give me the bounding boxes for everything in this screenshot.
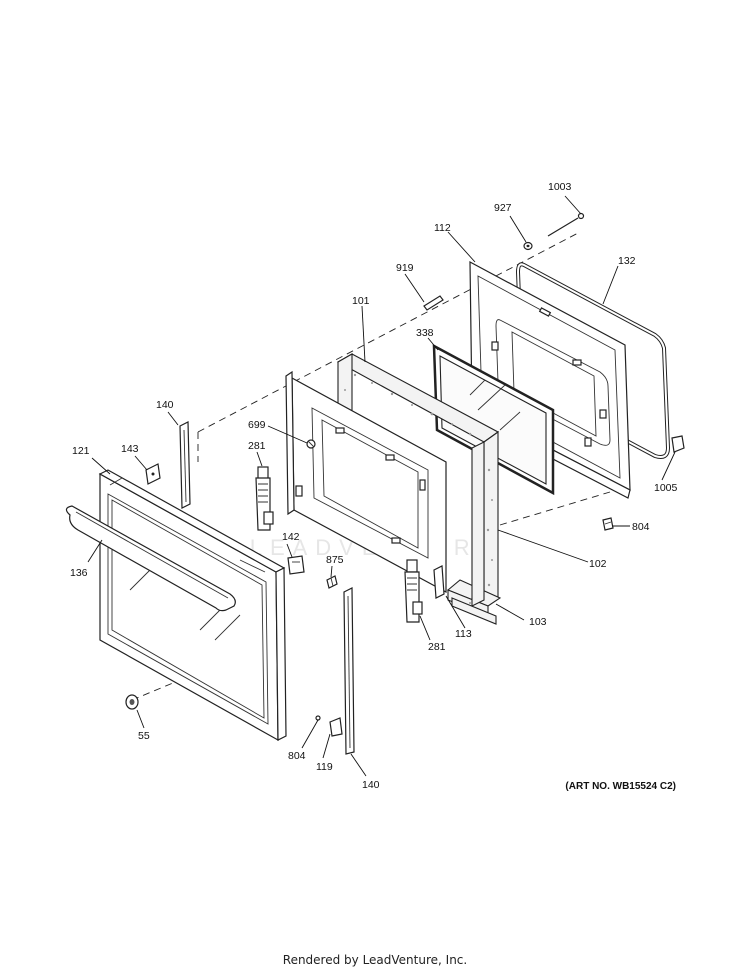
callout-132[interactable]: 132 — [618, 255, 636, 267]
screw-699[interactable] — [306, 439, 316, 449]
callout-140-lower[interactable]: 140 — [362, 779, 380, 791]
bracket-143[interactable] — [145, 463, 161, 485]
screw-875[interactable] — [326, 575, 338, 589]
callout-121[interactable]: 121 — [72, 445, 90, 457]
callout-142[interactable]: 142 — [282, 531, 300, 543]
callout-103[interactable]: 103 — [529, 616, 547, 628]
callout-leaders — [87, 195, 676, 777]
bracket-142[interactable] — [287, 555, 305, 575]
screw-804-lower[interactable] — [315, 715, 321, 721]
pin-919[interactable] — [423, 295, 444, 311]
callout-102[interactable]: 102 — [589, 558, 607, 570]
callout-804-right[interactable]: 804 — [632, 521, 650, 533]
washer-927[interactable] — [523, 241, 533, 251]
bumper-1005[interactable] — [671, 435, 685, 453]
callout-875[interactable]: 875 — [326, 554, 344, 566]
callout-labels: 1003 927 112 132 919 101 338 140 699 281… — [70, 181, 678, 791]
channel-113[interactable] — [433, 565, 445, 599]
outer-door-121[interactable] — [98, 469, 287, 742]
door-handle-136[interactable] — [65, 505, 236, 612]
callout-55[interactable]: 55 — [138, 730, 150, 742]
callout-136[interactable]: 136 — [70, 567, 88, 579]
bracket-119[interactable] — [329, 717, 343, 737]
callout-140-upper[interactable]: 140 — [156, 399, 174, 411]
callout-1005[interactable]: 1005 — [654, 482, 678, 494]
callout-101[interactable]: 101 — [352, 295, 370, 307]
channel-140-upper[interactable] — [179, 421, 191, 509]
callout-112[interactable]: 112 — [434, 222, 451, 234]
insulation-102[interactable] — [471, 441, 485, 607]
door-liner-frame[interactable] — [285, 370, 447, 594]
insulation-103[interactable] — [451, 597, 497, 625]
screw-1003[interactable] — [547, 212, 585, 237]
callout-143[interactable]: 143 — [121, 443, 139, 455]
callout-113[interactable]: 113 — [455, 628, 472, 640]
hinge-281-right[interactable] — [404, 559, 423, 623]
callout-927[interactable]: 927 — [494, 202, 512, 214]
channel-140-lower[interactable] — [343, 587, 355, 755]
callout-804-lower[interactable]: 804 — [288, 750, 306, 762]
callout-281-right[interactable]: 281 — [428, 641, 446, 653]
footer-credit: Rendered by LeadVenture, Inc. — [282, 953, 468, 967]
callout-119[interactable]: 119 — [316, 761, 333, 773]
art-number: (ART NO. WB15524 C2) — [565, 781, 676, 792]
callout-919[interactable]: 919 — [396, 262, 414, 274]
knob-55[interactable] — [125, 694, 139, 710]
callout-1003[interactable]: 1003 — [548, 181, 572, 193]
gasket-132[interactable] — [515, 262, 671, 459]
callout-699[interactable]: 699 — [248, 419, 266, 431]
hinge-281-left[interactable] — [255, 466, 274, 531]
callout-281-left[interactable]: 281 — [248, 440, 266, 452]
callout-338[interactable]: 338 — [416, 327, 434, 339]
screw-804-right[interactable] — [602, 517, 614, 531]
